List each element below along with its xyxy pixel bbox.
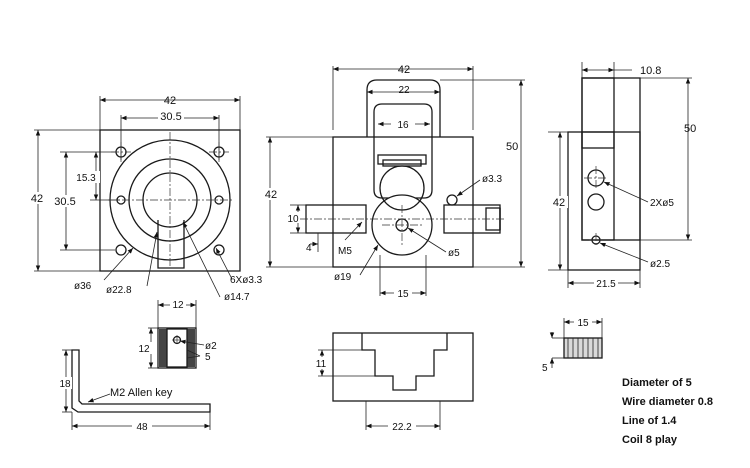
- label-right-holes: 2Xø5: [650, 198, 674, 209]
- label-side-bore: ø5: [448, 248, 460, 259]
- dim-side-body: 42: [265, 189, 277, 201]
- dim-side-10: 10: [287, 214, 299, 225]
- dim-right-top: 10.8: [640, 65, 661, 77]
- dim-front-offset: 15.3: [76, 173, 96, 184]
- dim-front-width: 42: [164, 95, 176, 107]
- dim-bottom-width: 22.2: [392, 422, 412, 433]
- dim-right-bottom: 21.5: [596, 279, 616, 290]
- label-front-hub: ø22.8: [106, 285, 132, 296]
- dim-spring-length: 15: [577, 318, 589, 329]
- dim-key-length: 48: [136, 422, 148, 433]
- dim-right-height: 50: [684, 123, 696, 135]
- bottom-cutout: [361, 333, 448, 391]
- note-wire: Wire diameter 0.8: [622, 396, 713, 408]
- dim-block-5: 5: [205, 352, 211, 363]
- bottom-body: [332, 332, 474, 402]
- label-allen-key: M2 Allen key: [110, 387, 173, 399]
- side-inner-slot: [373, 103, 433, 199]
- dim-block-height: 12: [138, 344, 150, 355]
- label-block-hole: ø2: [205, 341, 217, 352]
- dim-front-hole-pitch-x: 30.5: [160, 111, 181, 123]
- note-line: Line of 1.4: [622, 415, 677, 427]
- allen-key: 18 M2 Allen key 48: [58, 349, 211, 433]
- label-side-shaft: ø19: [334, 272, 352, 283]
- dim-side-height: 50: [506, 141, 518, 153]
- label-front-bore: ø36: [74, 281, 92, 292]
- dim-front-height: 42: [31, 193, 43, 205]
- dim-spring-5: 5: [542, 363, 548, 374]
- front-plate-outline: [99, 129, 241, 272]
- side-upper-tab: [366, 79, 441, 137]
- dim-right-body: 42: [553, 197, 565, 209]
- right-hole: [587, 193, 605, 211]
- dim-side-slot: 22: [398, 85, 410, 96]
- dim-side-4: 4: [306, 243, 312, 254]
- side-body: [332, 136, 474, 268]
- dim-side-bottom: 15: [397, 289, 409, 300]
- dim-side-inner: 16: [397, 120, 409, 131]
- label-right-small: ø2.5: [650, 259, 670, 270]
- side-window: [377, 154, 427, 165]
- mount-hole: [115, 244, 127, 256]
- label-front-holes: 6Xø3.3: [230, 275, 263, 286]
- dim-bottom-height: 11: [316, 359, 327, 370]
- allen-key-shape: [71, 349, 211, 413]
- side-small-hole: [446, 194, 458, 206]
- dim-block-width: 12: [172, 300, 184, 311]
- label-side-small-hole: ø3.3: [482, 174, 502, 185]
- front-slot: [157, 220, 185, 269]
- block-outline: [157, 327, 197, 369]
- right-view: 10.8 50 42 2Xø5 ø2.5 21.5: [548, 62, 696, 290]
- label-side-m5: M5: [338, 246, 352, 257]
- spring: 15 5: [542, 316, 603, 374]
- dim-key-height: 18: [59, 379, 71, 390]
- bottom-view: 11 22.2: [314, 332, 474, 433]
- label-front-inner: ø14.7: [224, 292, 250, 303]
- mount-hole: [213, 244, 225, 256]
- note-diameter: Diameter of 5: [622, 377, 692, 389]
- spring-notes: Diameter of 5 Wire diameter 0.8 Line of …: [622, 377, 713, 446]
- dim-side-width: 42: [398, 64, 410, 76]
- note-coil: Coil 8 play: [622, 434, 678, 446]
- small-block: 12 12 ø2 5: [136, 298, 217, 369]
- right-upper-block: [581, 77, 615, 149]
- side-window-inner: [382, 159, 422, 167]
- dim-front-hole-pitch-y: 30.5: [54, 196, 75, 208]
- front-view: 42 30.5 42 30.5 15.3: [28, 95, 263, 303]
- side-view: 42 22 16 50 42 10: [262, 64, 525, 300]
